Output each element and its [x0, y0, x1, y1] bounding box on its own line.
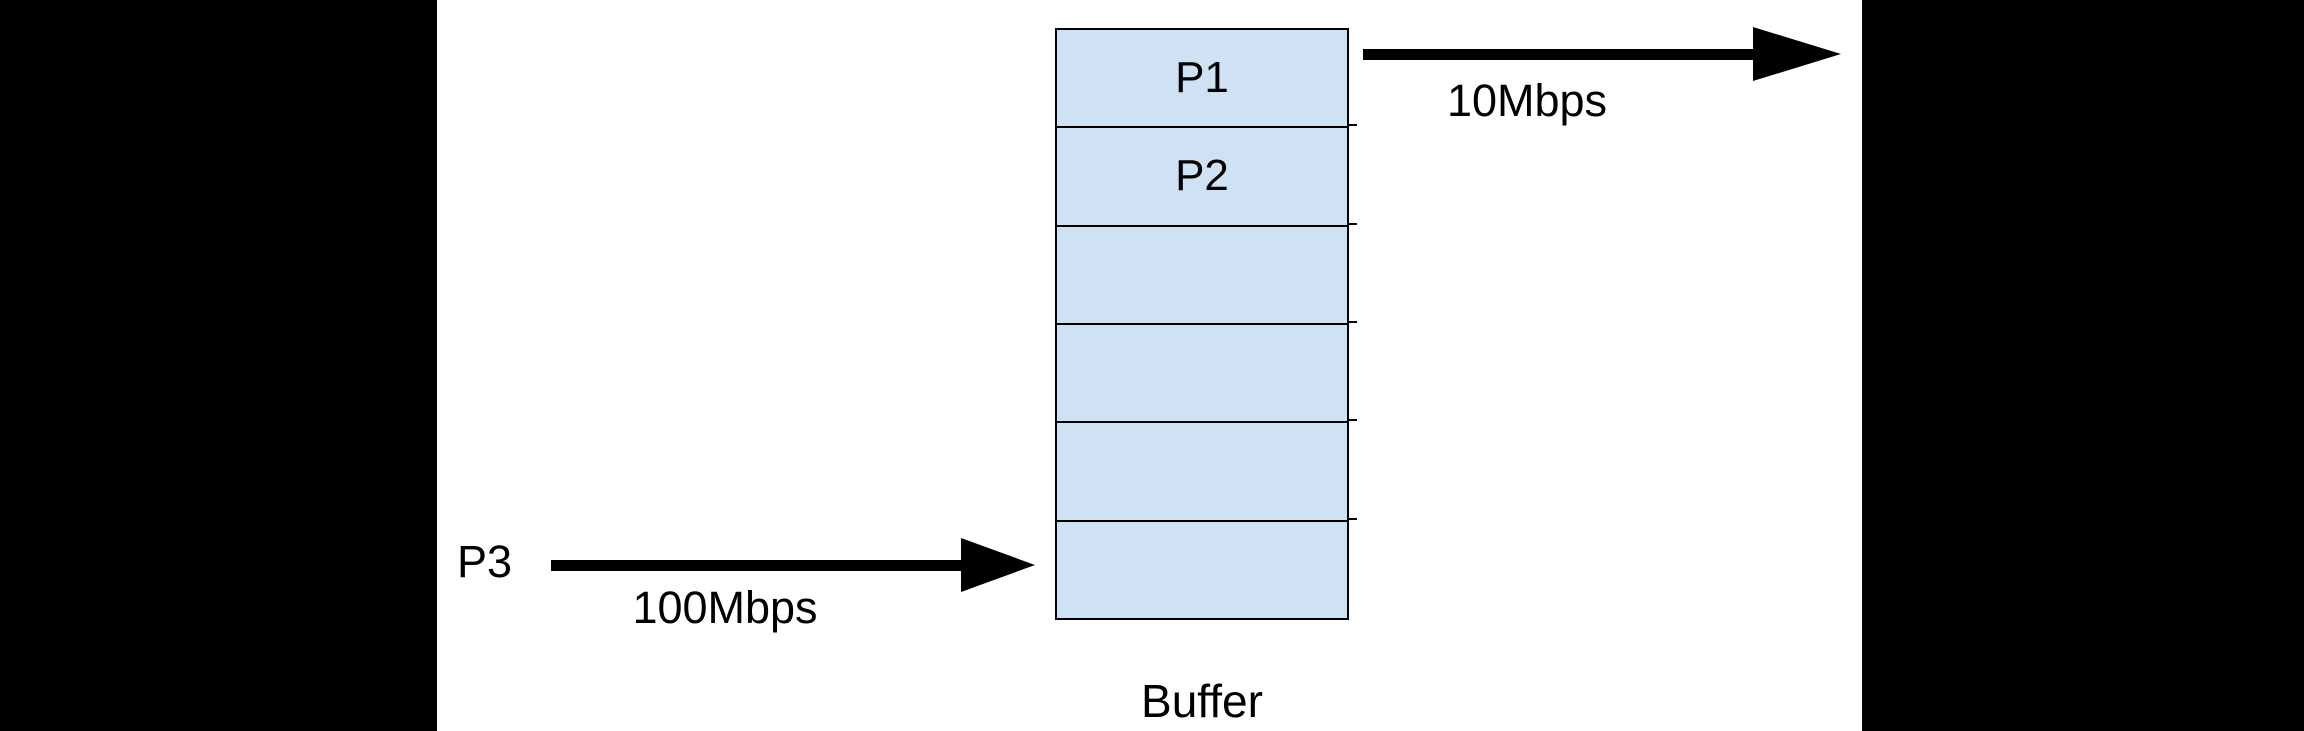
- incoming-packet-label: P3: [457, 536, 513, 587]
- packet-label: P1: [1175, 53, 1229, 103]
- diagram-canvas: P1 P2 10Mbps P3 100Mbps Buffer: [437, 0, 1862, 731]
- buffer-cell: P2: [1057, 128, 1357, 227]
- buffer-cell: [1057, 521, 1347, 618]
- arrow-shaft: [1363, 49, 1755, 60]
- arrow-shaft: [551, 560, 963, 571]
- output-rate-label: 10Mbps: [1446, 75, 1608, 126]
- buffer-cell: [1057, 423, 1357, 522]
- input-rate-label: 100Mbps: [632, 582, 818, 633]
- buffer-queue: P1 P2: [1055, 28, 1357, 620]
- buffer-caption: Buffer: [1141, 675, 1263, 727]
- packet-label: P2: [1175, 151, 1229, 201]
- buffer-cell: P1: [1057, 30, 1357, 129]
- arrowhead-icon: [961, 538, 1035, 592]
- buffer-cell: [1057, 226, 1357, 325]
- buffer-cell: [1057, 324, 1357, 424]
- arrowhead-icon: [1753, 27, 1841, 81]
